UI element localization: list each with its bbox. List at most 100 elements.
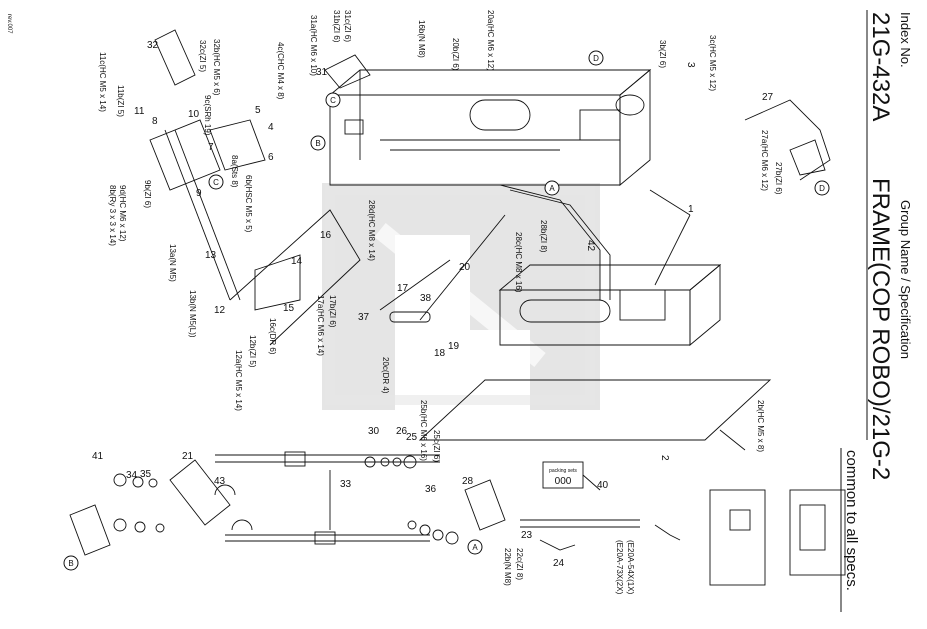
group-label: Group Name / Specification: [898, 200, 913, 359]
callout-6b: 6b(HSC M5 x 5): [244, 175, 253, 233]
callout-28d: 28d(HC M8 x 14): [367, 200, 376, 261]
callout-25b: 25b(HC M6 x 16): [419, 400, 428, 461]
callout-11: 11: [134, 106, 145, 117]
group-name: FRAME(COP ROBO)/21G-2: [867, 178, 894, 480]
callout-20b: 20b(ZI 6): [451, 38, 460, 71]
callout-E20: (E20A-54X(1X): [626, 540, 635, 595]
callout-31a: 31a(HC M6 x 10): [309, 15, 318, 76]
callout-23: 23: [521, 530, 533, 541]
callout-10: 10: [188, 109, 200, 120]
callout-21: 21: [182, 451, 194, 462]
ref-marker-a: A: [549, 184, 555, 193]
callout-11b: 11b(ZI 5): [116, 85, 125, 117]
callout-4: 4: [268, 122, 274, 133]
callout-28c: 28c(HC M8 x 16): [514, 232, 523, 293]
index-number: 21G-432A: [867, 12, 894, 121]
revision-code: rev.007: [6, 14, 12, 34]
callout-27: 27: [762, 92, 774, 103]
callout-25c: 25c(ZI 6): [432, 430, 441, 462]
callout-13: 13: [205, 250, 217, 261]
callout-12: 12: [214, 305, 226, 316]
callout-22c: 22c(ZI 8): [515, 548, 524, 580]
callout-34: 34: [126, 470, 138, 481]
callout-22b: 22b(N M8): [503, 548, 512, 586]
callout-13a: 13a(N M5): [168, 244, 177, 282]
callout-9: 9: [196, 188, 202, 199]
callout-2b: 2b(HC M5 x 8): [756, 400, 765, 452]
callout-32b: 32b(HC M5 x 6): [212, 39, 221, 96]
callout-17b: 17b(ZI 6): [328, 295, 337, 328]
reference-markers: D D C C B B A A: [63, 50, 830, 571]
callout-20: 20: [459, 262, 471, 273]
callout-2: 2: [659, 455, 670, 461]
callout-33: 33: [340, 479, 352, 490]
spec-note: common to all specs.: [843, 450, 860, 591]
packing-value: 000: [555, 476, 572, 487]
callout-9b: 9b(ZI 6): [143, 180, 152, 208]
callout-27b: 27b(ZI 6): [774, 162, 783, 195]
callout-8: 8: [152, 116, 158, 127]
callout-31b: 31b(ZI 6): [332, 10, 341, 43]
callout-43: 43: [214, 476, 226, 487]
callout-20a: 20a(HC M6 x 12): [486, 10, 495, 71]
callout-37: 37: [358, 312, 370, 323]
callout-24: 24: [553, 558, 565, 569]
callout-42: 42: [585, 240, 596, 252]
callout-6: 6: [268, 152, 274, 163]
callout-15: 15: [283, 303, 295, 314]
callout-16b: 16b(N M8): [417, 20, 426, 58]
ref-marker-b2: B: [68, 559, 73, 568]
callout-9d: 9d(HC M6 x 12): [118, 185, 127, 242]
callout-31c: 31c(ZI 6): [343, 10, 352, 42]
callout-18: 18: [434, 348, 446, 359]
callout-1: 1: [688, 204, 694, 215]
callout-3b: 3b(ZI 6): [658, 40, 667, 68]
callout-9c: 9c(SRh 19): [203, 95, 212, 136]
callout-35: 35: [140, 469, 152, 480]
callout-11c: 11c(HC M5 x 14): [98, 52, 107, 112]
callout-E20b: (E20A-73X(2X): [615, 540, 624, 595]
callout-32: 32: [147, 40, 159, 51]
callout-36: 36: [425, 484, 437, 495]
ref-marker-a2: A: [472, 543, 478, 552]
packing-title: packing sets: [549, 468, 577, 474]
callout-14: 14: [291, 256, 303, 267]
callout-3c: 3c(HC M5 x 12): [708, 35, 717, 91]
callout-17: 17: [397, 283, 409, 294]
parts-linework: [69, 29, 846, 586]
callout-7: 7: [208, 142, 214, 153]
callout-5: 5: [255, 105, 261, 116]
index-label: Index No.: [898, 12, 913, 68]
callout-40: 40: [597, 480, 609, 491]
callout-17a: 17a(HC M6 x 14): [316, 295, 325, 356]
callout-27a: 27a(HC M6 x 12): [760, 130, 769, 191]
callout-12b: 12b(ZI 5): [248, 335, 257, 368]
ref-marker-c: C: [330, 96, 336, 105]
callout-25: 25: [406, 432, 418, 443]
ref-marker-d: D: [593, 54, 599, 63]
watermark-logo: [322, 183, 600, 410]
title-block: Index No. 21G-432A Group Name / Specific…: [840, 10, 913, 612]
callout-26: 26: [396, 426, 408, 437]
callout-16c: 16c(DR 6): [268, 318, 277, 355]
callout-13b: 13b(N M5(L)): [188, 290, 197, 338]
callout-38: 38: [420, 293, 432, 304]
ref-marker-b: B: [315, 139, 320, 148]
callout-8a: 8a(Sts 8): [230, 155, 239, 188]
callout-41: 41: [92, 451, 104, 462]
callout-20c: 20c(DR 4): [381, 357, 390, 394]
callout-28b: 28b(ZI 8): [539, 220, 548, 253]
callout-3: 3: [685, 62, 696, 68]
callout-28: 28: [462, 476, 474, 487]
callout-16: 16: [320, 230, 332, 241]
callout-31: 31: [316, 67, 328, 78]
ref-marker-c2: C: [213, 178, 219, 187]
ref-marker-d2: D: [819, 184, 825, 193]
callout-8b: 8b(Ry 3 x 3 x 14): [108, 185, 117, 246]
callout-4c: 4c(CHC M4 x 8): [276, 42, 285, 100]
callout-30: 30: [368, 426, 380, 437]
callout-12a: 12a(HC M5 x 14): [234, 350, 243, 411]
callout-32c: 32c(ZI 5): [198, 40, 207, 72]
